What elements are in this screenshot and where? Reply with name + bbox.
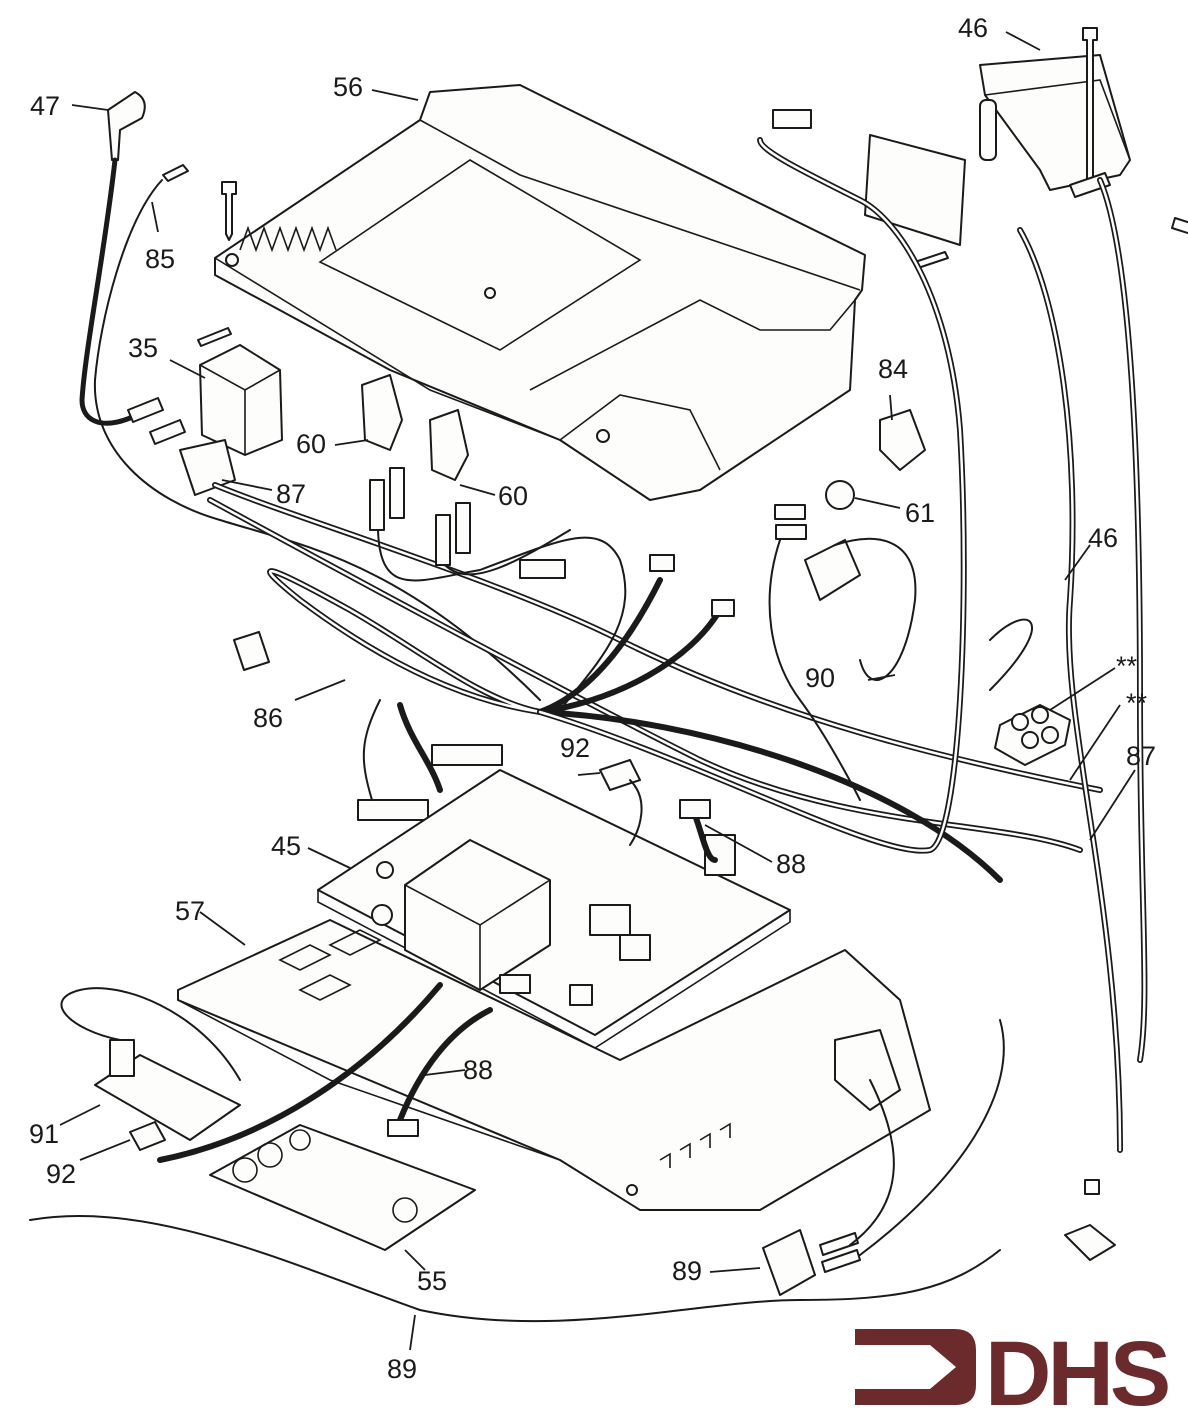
callout-46-right: 46 (1088, 523, 1118, 553)
callout-84: 84 (878, 354, 908, 384)
connector-92 (129, 759, 643, 1163)
callout-87-top: 87 (276, 479, 306, 509)
pcb-45 (317, 769, 791, 1049)
relay-unit-46 (864, 27, 1188, 269)
callout-88-left: 88 (463, 1055, 493, 1085)
ignition-lead-47 (79, 91, 164, 426)
callout-91: 91 (29, 1119, 59, 1149)
indicator-lamp-61 (774, 480, 855, 540)
logo-text: DHS (985, 1323, 1168, 1419)
callout-88-right: 88 (776, 849, 806, 879)
callout-60-right: 60 (498, 481, 528, 511)
sensor-lead-85 (93, 164, 541, 701)
callout-89-bottom: 89 (387, 1354, 417, 1384)
lead-90 (768, 537, 1033, 801)
board-91 (60, 987, 241, 1141)
logo-arrow-icon (855, 1329, 976, 1405)
callout-47: 47 (30, 91, 60, 121)
dhs-logo: DHS (855, 1323, 1172, 1419)
callout-87-right: 87 (1126, 741, 1156, 771)
callout-double-star-a: ** (1116, 651, 1138, 681)
lead-46 (1017, 177, 1148, 1153)
callout-92-left: 92 (46, 1159, 76, 1189)
micro-switches-60 (361, 374, 627, 711)
base-tray-57 (177, 919, 931, 1211)
callout-85: 85 (145, 244, 175, 274)
control-housing-56 (214, 84, 866, 501)
ribbon-88 (387, 799, 718, 1137)
callout-92-top: 92 (560, 733, 590, 763)
callout-labels: 47 56 46 85 35 84 60 60 87 61 46 86 90 *… (29, 13, 1156, 1384)
callout-35: 35 (128, 333, 158, 363)
harness-87 (207, 482, 1103, 853)
terminal-block (994, 704, 1071, 766)
mounting-bracket (1064, 1179, 1116, 1261)
panel-55 (209, 1124, 476, 1251)
callout-61: 61 (905, 498, 935, 528)
callout-56: 56 (333, 72, 363, 102)
ignition-unit-35 (149, 327, 283, 496)
callout-45: 45 (271, 831, 301, 861)
callout-89-right: 89 (672, 1256, 702, 1286)
leader-lines (59, 31, 1136, 1351)
callout-46-top: 46 (958, 13, 988, 43)
callout-90: 90 (805, 663, 835, 693)
bracket-84 (879, 409, 926, 471)
callout-57: 57 (175, 896, 205, 926)
wiring-loom-86 (233, 109, 1003, 883)
switch-89 (29, 1019, 1005, 1323)
callout-double-star-b: ** (1126, 688, 1148, 718)
callout-60-left: 60 (296, 429, 326, 459)
callout-55: 55 (417, 1266, 447, 1296)
callout-86: 86 (253, 703, 283, 733)
